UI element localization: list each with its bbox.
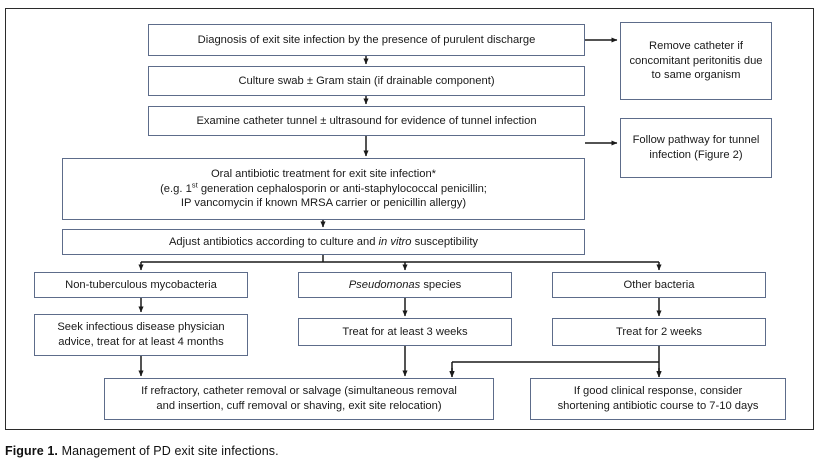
node-adjust-antibiotics-label: Adjust antibiotics according to culture …: [168, 235, 479, 248]
flowchart-connectors: [138, 37, 662, 378]
node-other-bacteria: Other bacteria: [552, 272, 766, 298]
node-mycobacteria: Non-tuberculous mycobacteria: [34, 272, 248, 298]
node-treat-2-weeks: Treat for 2 weeks: [552, 318, 766, 346]
node-examine-tunnel: Examine catheter tunnel ± ultrasound for…: [148, 106, 585, 136]
node-remove-catheter: Remove catheter if concomitant peritonit…: [620, 22, 772, 100]
node-treat-3-weeks: Treat for at least 3 weeks: [298, 318, 512, 346]
figure-caption: Figure 1. Management of PD exit site inf…: [5, 444, 805, 458]
node-good-response-label: If good clinical response, consider shor…: [557, 385, 759, 412]
node-adjust-antibiotics: Adjust antibiotics according to culture …: [62, 229, 585, 255]
node-culture-swab-label: Culture swab ± Gram stain (if drainable …: [238, 74, 495, 87]
node-pseudomonas: Pseudomonas species: [298, 272, 512, 298]
node-follow-pathway: Follow pathway for tunnel infection (Fig…: [620, 118, 772, 178]
node-treat-3-weeks-label: Treat for at least 3 weeks: [342, 325, 468, 338]
figure-caption-text: Management of PD exit site infections.: [58, 444, 279, 458]
node-refractory-removal: If refractory, catheter removal or salva…: [104, 378, 494, 420]
node-treat-2-weeks-label: Treat for 2 weeks: [615, 325, 702, 338]
node-other-bacteria-label: Other bacteria: [623, 278, 695, 291]
node-oral-antibiotic: Oral antibiotic treatment for exit site …: [62, 158, 585, 220]
node-good-response: If good clinical response, consider shor…: [530, 378, 786, 420]
node-seek-id-physician-label: Seek infectious disease physician advice…: [57, 321, 225, 348]
node-remove-catheter-label: Remove catheter if concomitant peritonit…: [629, 39, 763, 82]
node-diagnosis-label: Diagnosis of exit site infection by the …: [197, 33, 536, 46]
node-seek-id-physician: Seek infectious disease physician advice…: [34, 314, 248, 356]
node-refractory-removal-label: If refractory, catheter removal or salva…: [141, 385, 457, 412]
node-pseudomonas-label: Pseudomonas species: [348, 278, 462, 291]
node-mycobacteria-label: Non-tuberculous mycobacteria: [65, 278, 217, 291]
node-culture-swab: Culture swab ± Gram stain (if drainable …: [148, 66, 585, 96]
node-oral-antibiotic-label: Oral antibiotic treatment for exit site …: [160, 167, 487, 210]
figure-caption-label: Figure 1.: [5, 444, 58, 458]
node-diagnosis: Diagnosis of exit site infection by the …: [148, 24, 585, 56]
node-examine-tunnel-label: Examine catheter tunnel ± ultrasound for…: [196, 114, 537, 127]
node-follow-pathway-label: Follow pathway for tunnel infection (Fig…: [632, 134, 760, 161]
